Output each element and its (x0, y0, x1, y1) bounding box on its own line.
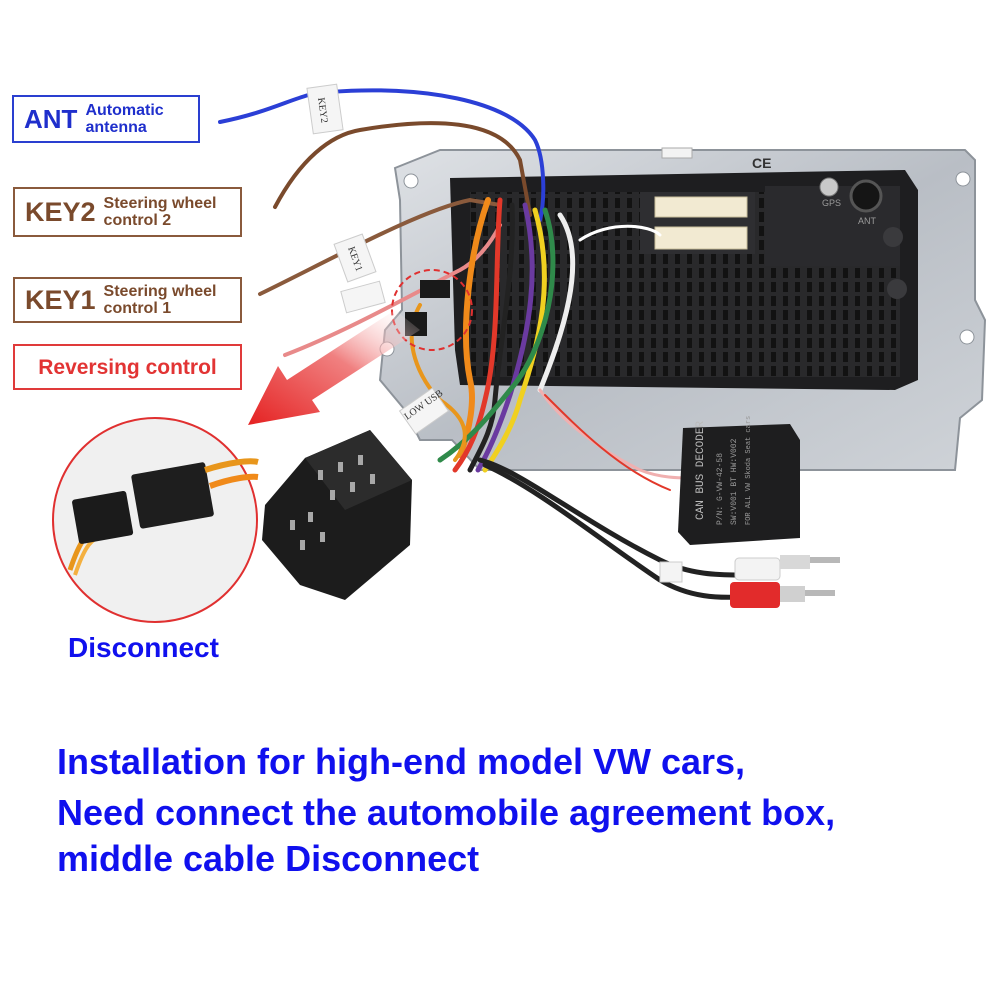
key2-tag: KEY2 (315, 97, 329, 124)
key1-desc-line1: Steering wheel (103, 283, 217, 300)
zoom-circle (52, 417, 259, 623)
gps-label: GPS (822, 198, 841, 208)
decoder-line1: P/N: G-VW-42-58 (716, 453, 725, 525)
reversing-text: Reversing control (38, 355, 217, 379)
key2-desc-line2: control 2 (103, 212, 172, 229)
key1-description: Steering wheel control 1 (104, 283, 217, 317)
ant-code: ANT (24, 103, 78, 134)
ant-port-label: ANT (858, 216, 877, 226)
can-bus-decoder: CAN BUS DECODER P/N: G-VW-42-58 SW:V001 … (678, 416, 800, 545)
ant-description: Automatic antenna (85, 102, 163, 136)
wire-harness (218, 88, 743, 600)
instruction-line-1: Installation for high-end model VW cars, (57, 741, 746, 782)
decoder-line3: FOR ALL VW Skoda Seat cars (745, 416, 753, 525)
key1-desc-line2: control 1 (103, 300, 172, 317)
ant-desc-line1: Automatic (85, 102, 164, 119)
ce-mark: CE (752, 155, 771, 171)
key2-desc-line1: Steering wheel (103, 195, 217, 212)
key1-code: KEY1 (25, 284, 96, 315)
ant-desc-line2: antenna (85, 119, 147, 136)
highlight-circle (391, 269, 473, 351)
reversing-label-box: Reversing control (13, 344, 242, 390)
disconnect-caption: Disconnect (68, 632, 219, 663)
wire-tags: KEY2 KEY1 LOW USB (306, 83, 450, 435)
iso-connector (262, 430, 412, 600)
rca-plugs (659, 555, 840, 608)
key2-code: KEY2 (25, 196, 96, 227)
decoder-line2: SW:V001 BT HW:V002 (730, 438, 739, 525)
instruction-line-2: Need connect the automobile agreement bo… (57, 792, 836, 833)
key1-label-box: KEY1 Steering wheel control 1 (13, 277, 242, 323)
arrow-icon (248, 310, 420, 425)
key2-description: Steering wheel control 2 (104, 195, 217, 229)
key2-label-box: KEY2 Steering wheel control 2 (13, 187, 242, 237)
instruction-line-3: middle cable Disconnect (57, 838, 480, 879)
ant-label-box: ANT Automatic antenna (12, 95, 200, 143)
decoder-title: CAN BUS DECODER (695, 421, 707, 520)
